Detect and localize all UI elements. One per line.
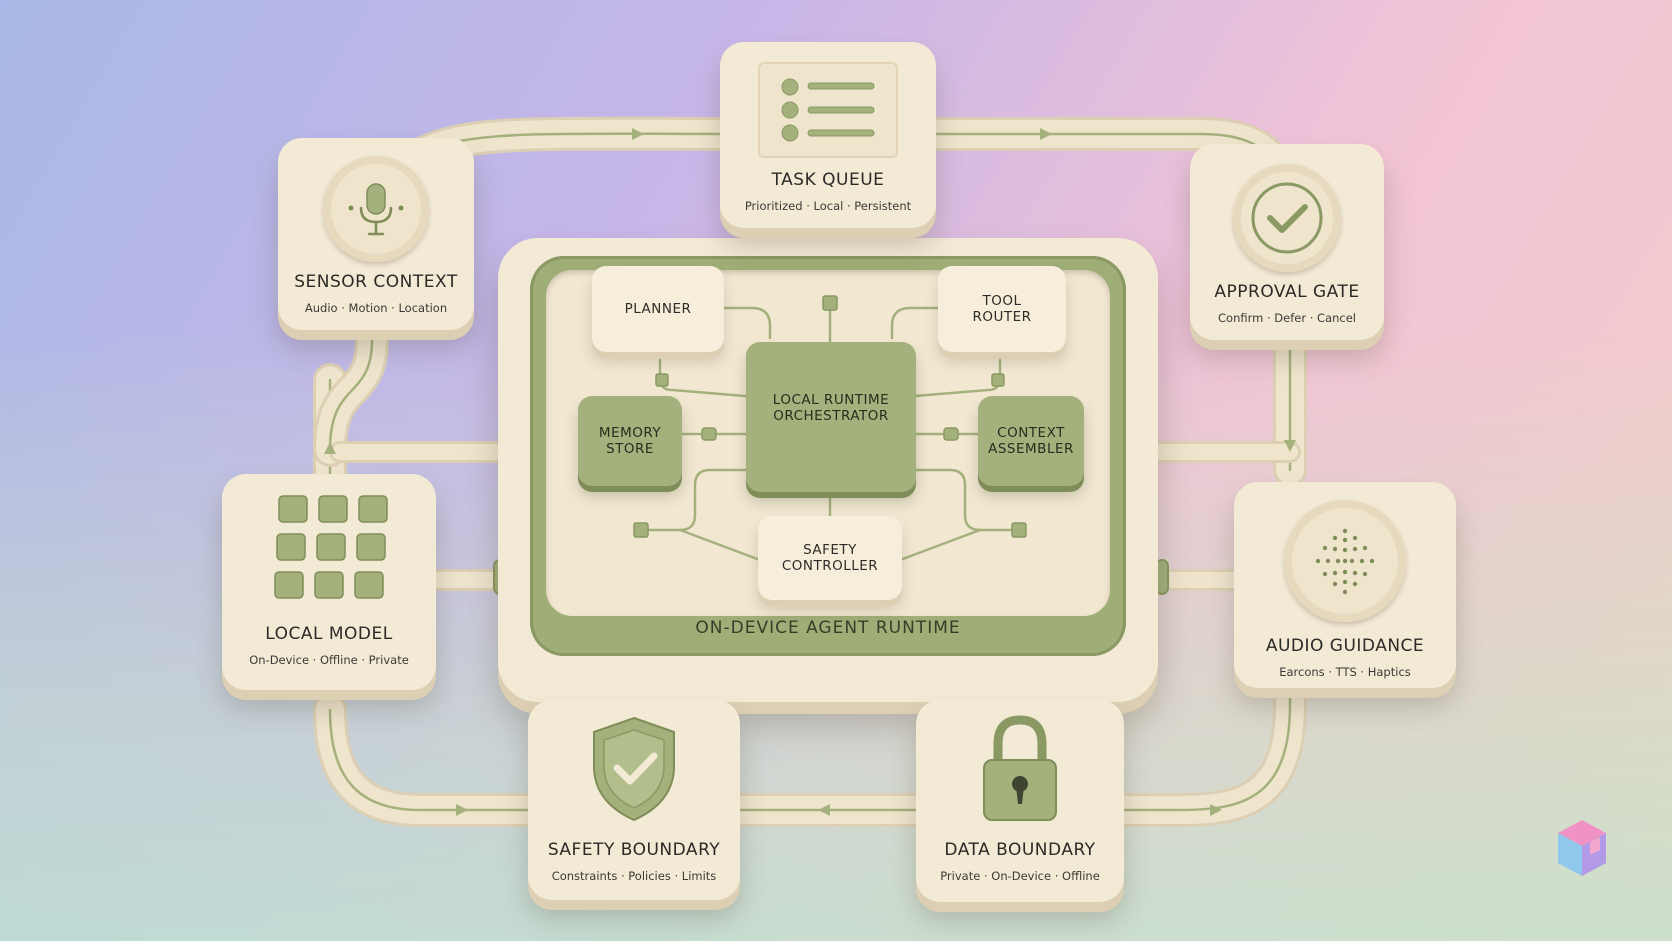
task-queue-card: TASK QUEUE Prioritized · Local · Persist… bbox=[720, 42, 936, 228]
safety-controller-chip: SAFETY CONTROLLER bbox=[758, 516, 902, 600]
checkmark-icon bbox=[1233, 164, 1341, 272]
safety-boundary-card: SAFETY BOUNDARY Constraints · Policies ·… bbox=[528, 700, 740, 900]
shield-check-icon bbox=[579, 714, 689, 824]
arrow-marker bbox=[1284, 440, 1296, 452]
cube-logo-icon bbox=[1558, 820, 1606, 876]
wire-node bbox=[822, 295, 838, 311]
padlock-icon bbox=[965, 712, 1075, 824]
context-assembler-chip: CONTEXT ASSEMBLER bbox=[978, 396, 1084, 486]
data-boundary-card: DATA BOUNDARY Private · On-Device · Offl… bbox=[916, 700, 1124, 902]
arrow-marker bbox=[1040, 128, 1052, 140]
wire-node bbox=[943, 427, 959, 441]
audio-guidance-card: AUDIO GUIDANCE Earcons · TTS · Haptics bbox=[1234, 482, 1456, 688]
approval-gate-card: APPROVAL GATE Confirm · Defer · Cancel bbox=[1190, 144, 1384, 340]
node-title: APPROVAL GATE bbox=[1214, 282, 1360, 302]
tool-router-chip: TOOL ROUTER bbox=[938, 266, 1066, 352]
arrow-marker bbox=[632, 128, 644, 140]
node-title: LOCAL MODEL bbox=[265, 624, 393, 644]
runtime-label: ON-DEVICE AGENT RUNTIME bbox=[695, 618, 961, 638]
node-title: SENSOR CONTEXT bbox=[294, 272, 458, 292]
memory-store-chip: MEMORY STORE bbox=[578, 396, 682, 486]
wire-node bbox=[633, 522, 649, 538]
grid-icon bbox=[259, 494, 399, 604]
list-icon bbox=[758, 62, 898, 158]
sensor-context-card: SENSOR CONTEXT Audio · Motion · Location bbox=[278, 138, 474, 330]
arrow-marker bbox=[324, 442, 336, 454]
node-subtitle: Prioritized · Local · Persistent bbox=[744, 199, 912, 213]
node-subtitle: Private · On-Device · Offline bbox=[940, 869, 1100, 883]
node-title: DATA BOUNDARY bbox=[944, 840, 1096, 860]
node-title: SAFETY BOUNDARY bbox=[547, 840, 721, 860]
speaker-grille bbox=[1315, 528, 1375, 595]
wire-node bbox=[1011, 522, 1027, 538]
node-subtitle: On-Device · Offline · Private bbox=[249, 653, 409, 667]
wire-node bbox=[655, 373, 669, 387]
arrow-marker bbox=[818, 804, 830, 816]
local-model-card: LOCAL MODEL On-Device · Offline · Privat… bbox=[222, 474, 436, 690]
wire-node bbox=[991, 373, 1005, 387]
orchestrator-chip: LOCAL RUNTIME ORCHESTRATOR bbox=[746, 342, 916, 492]
node-subtitle: Constraints · Policies · Limits bbox=[551, 869, 717, 883]
arrow-marker bbox=[456, 804, 468, 816]
arrow-marker bbox=[1210, 804, 1222, 816]
node-title: TASK QUEUE bbox=[771, 170, 885, 190]
node-subtitle: Confirm · Defer · Cancel bbox=[1218, 311, 1356, 325]
microphone-icon bbox=[323, 156, 429, 262]
speaker-icon bbox=[1284, 500, 1406, 622]
node-subtitle: Earcons · TTS · Haptics bbox=[1279, 665, 1411, 679]
wire-node bbox=[701, 427, 717, 441]
node-subtitle: Audio · Motion · Location bbox=[304, 301, 448, 315]
node-title: AUDIO GUIDANCE bbox=[1265, 636, 1425, 656]
planner-chip: PLANNER bbox=[592, 266, 724, 352]
